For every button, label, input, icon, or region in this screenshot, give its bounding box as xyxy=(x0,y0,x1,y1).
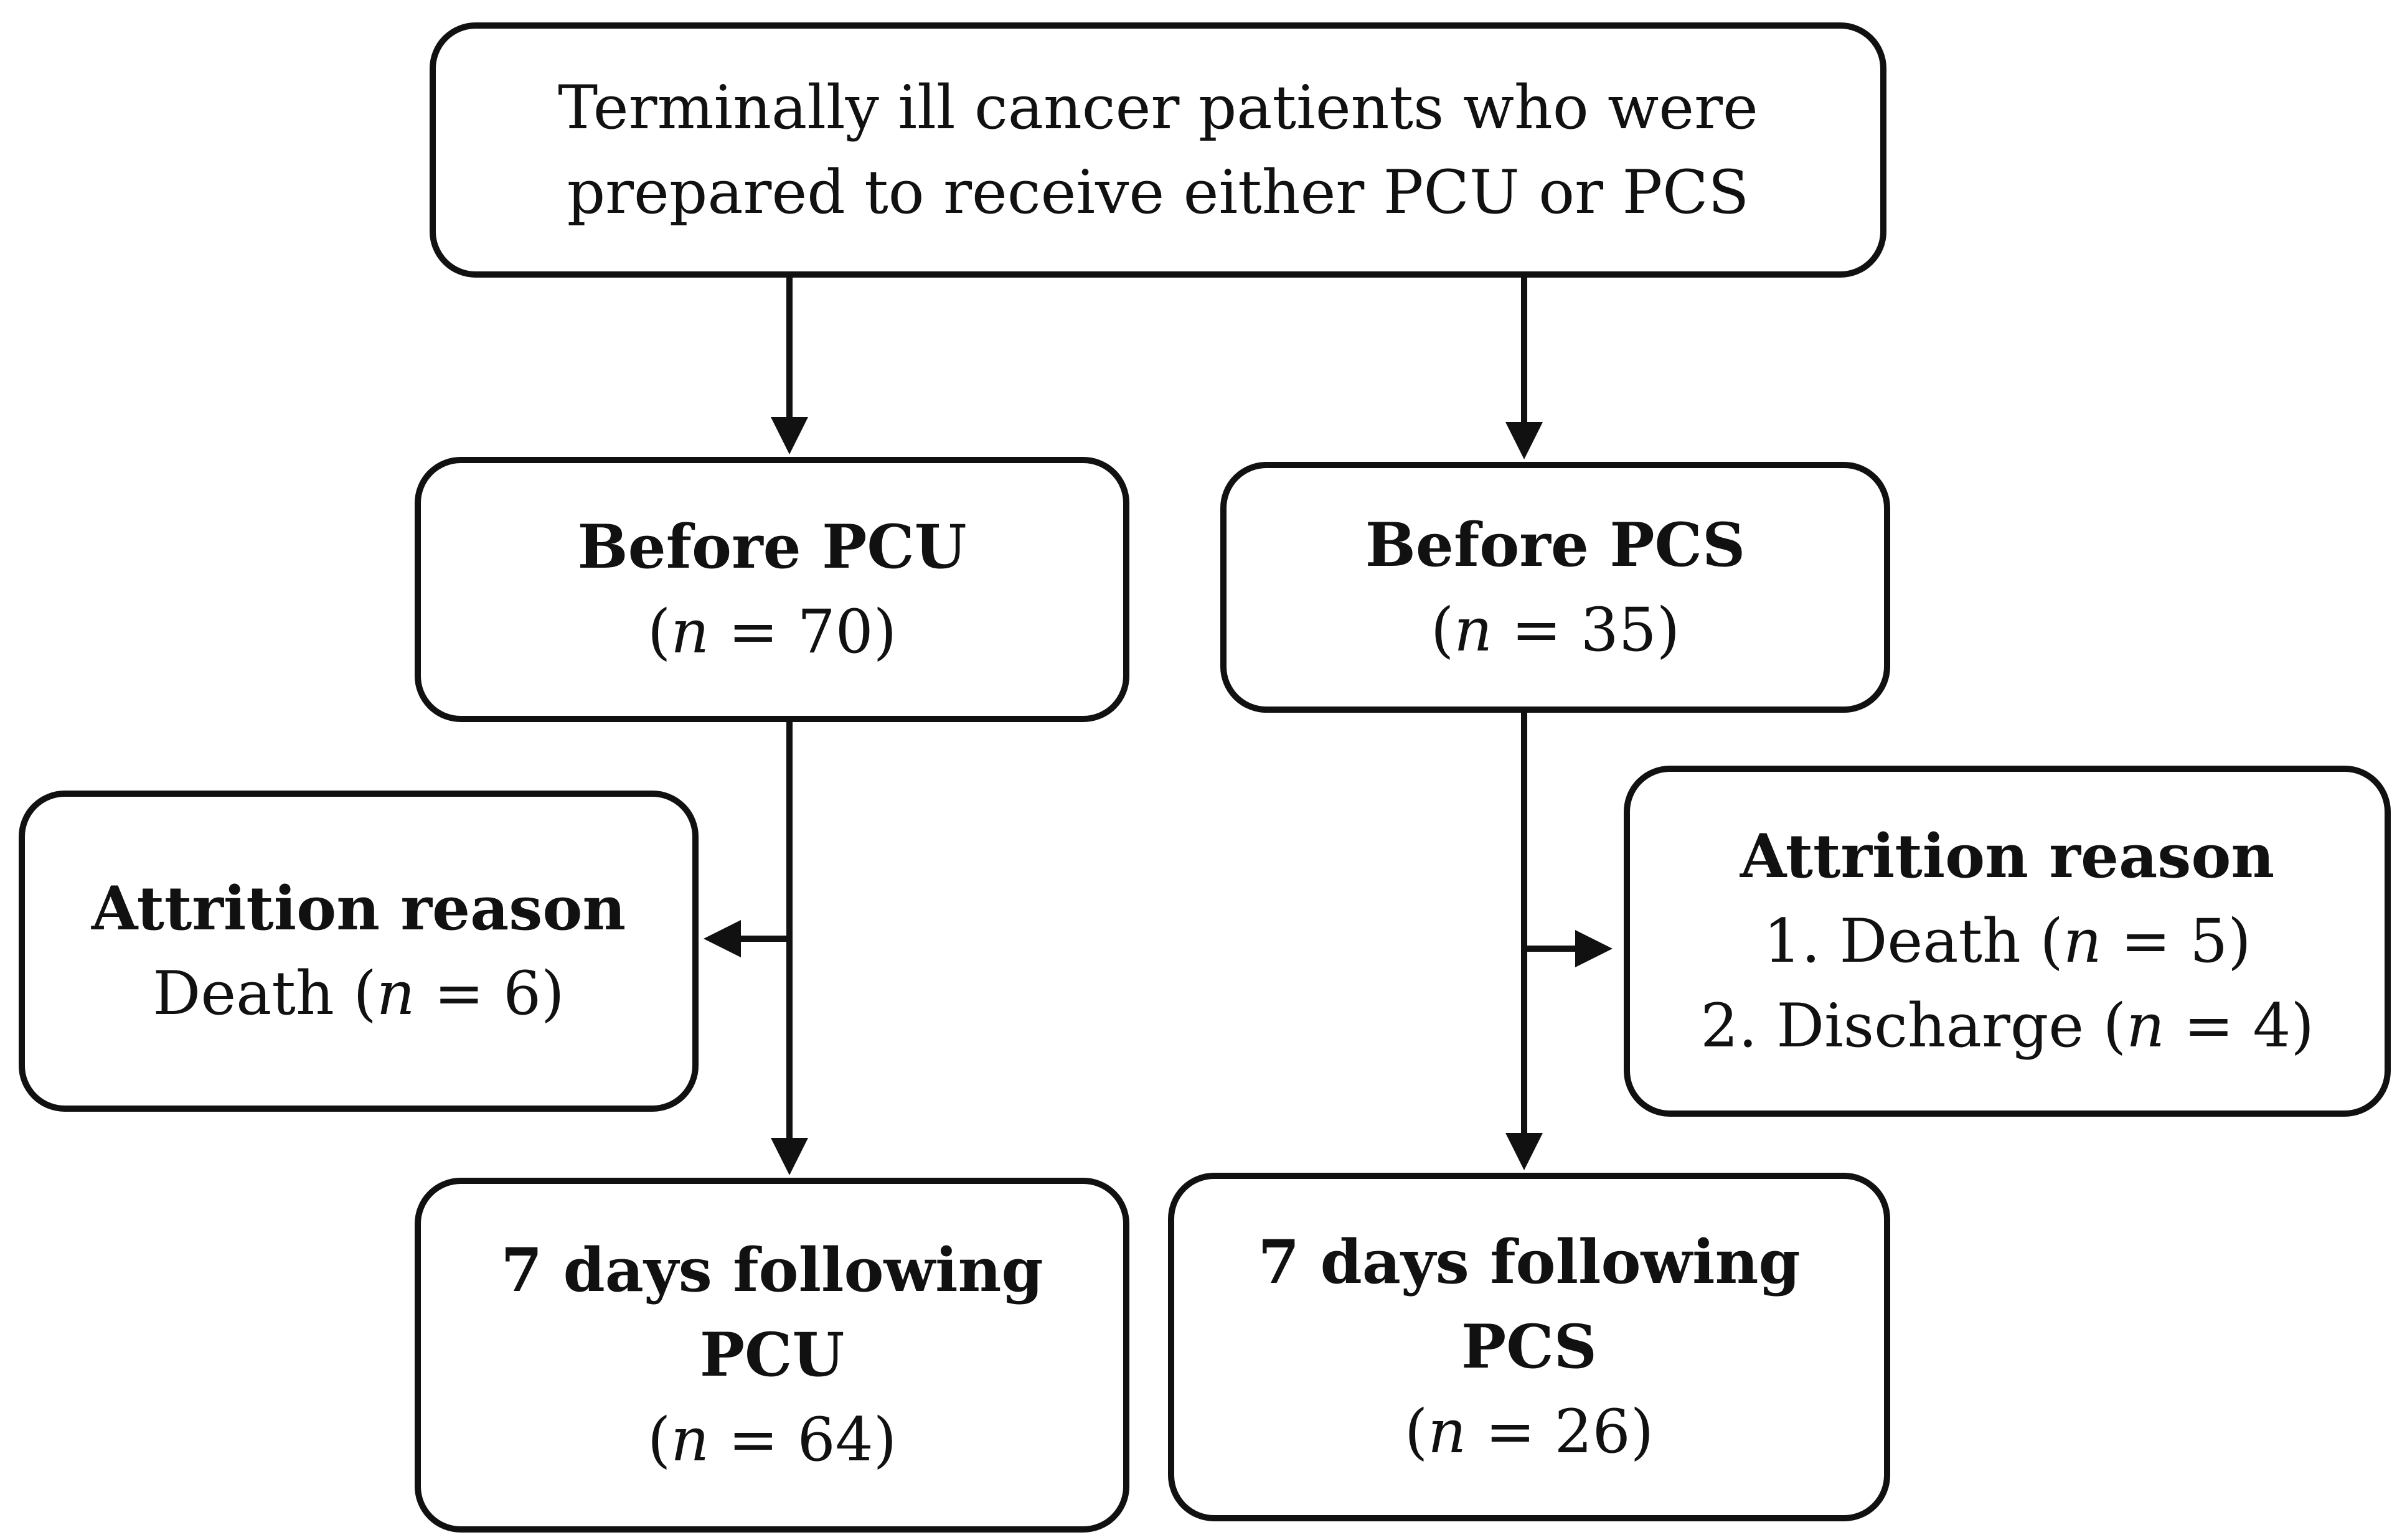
node-attrition-pcu-title: Attrition reason xyxy=(91,873,626,944)
node-before-pcu: Before PCU (n = 70) xyxy=(415,457,1129,722)
node-attrition-pcs-item1: 1. Death (n = 5) xyxy=(1763,906,2251,976)
node-followup-pcs: 7 days following PCS (n = 26) xyxy=(1168,1173,1890,1521)
node-attrition-pcu: Attrition reason Death (n = 6) xyxy=(19,791,699,1112)
node-followup-pcu: 7 days following PCU (n = 64) xyxy=(415,1178,1129,1533)
node-attrition-pcu-item1: Death (n = 6) xyxy=(153,959,565,1028)
node-followup-pcu-count: (n = 64) xyxy=(647,1405,897,1475)
node-before-pcs-count: (n = 35) xyxy=(1430,594,1680,665)
node-attrition-pcs-item2: 2. Discharge (n = 4) xyxy=(1700,991,2314,1061)
node-followup-pcs-title-line1: 7 days following xyxy=(1258,1227,1801,1297)
node-before-pcs: Before PCS (n = 35) xyxy=(1220,462,1890,713)
node-attrition-pcs: Attrition reason 1. Death (n = 5) 2. Dis… xyxy=(1624,766,2391,1117)
node-eligible-patients-line1: Terminally ill cancer patients who were xyxy=(558,73,1758,143)
node-followup-pcu-title-line2: PCU xyxy=(699,1320,845,1390)
node-eligible-patients: Terminally ill cancer patients who were … xyxy=(430,22,1886,278)
node-before-pcs-title: Before PCS xyxy=(1365,509,1746,580)
node-followup-pcs-count: (n = 26) xyxy=(1404,1397,1654,1467)
node-followup-pcu-title-line1: 7 days following xyxy=(501,1235,1043,1305)
node-attrition-pcs-title: Attrition reason xyxy=(1740,821,2275,891)
node-followup-pcs-title-line2: PCS xyxy=(1461,1312,1597,1382)
node-eligible-patients-line2: prepared to receive either PCU or PCS xyxy=(567,157,1749,227)
node-before-pcu-title: Before PCU xyxy=(577,512,967,582)
node-before-pcu-count: (n = 70) xyxy=(647,597,897,667)
